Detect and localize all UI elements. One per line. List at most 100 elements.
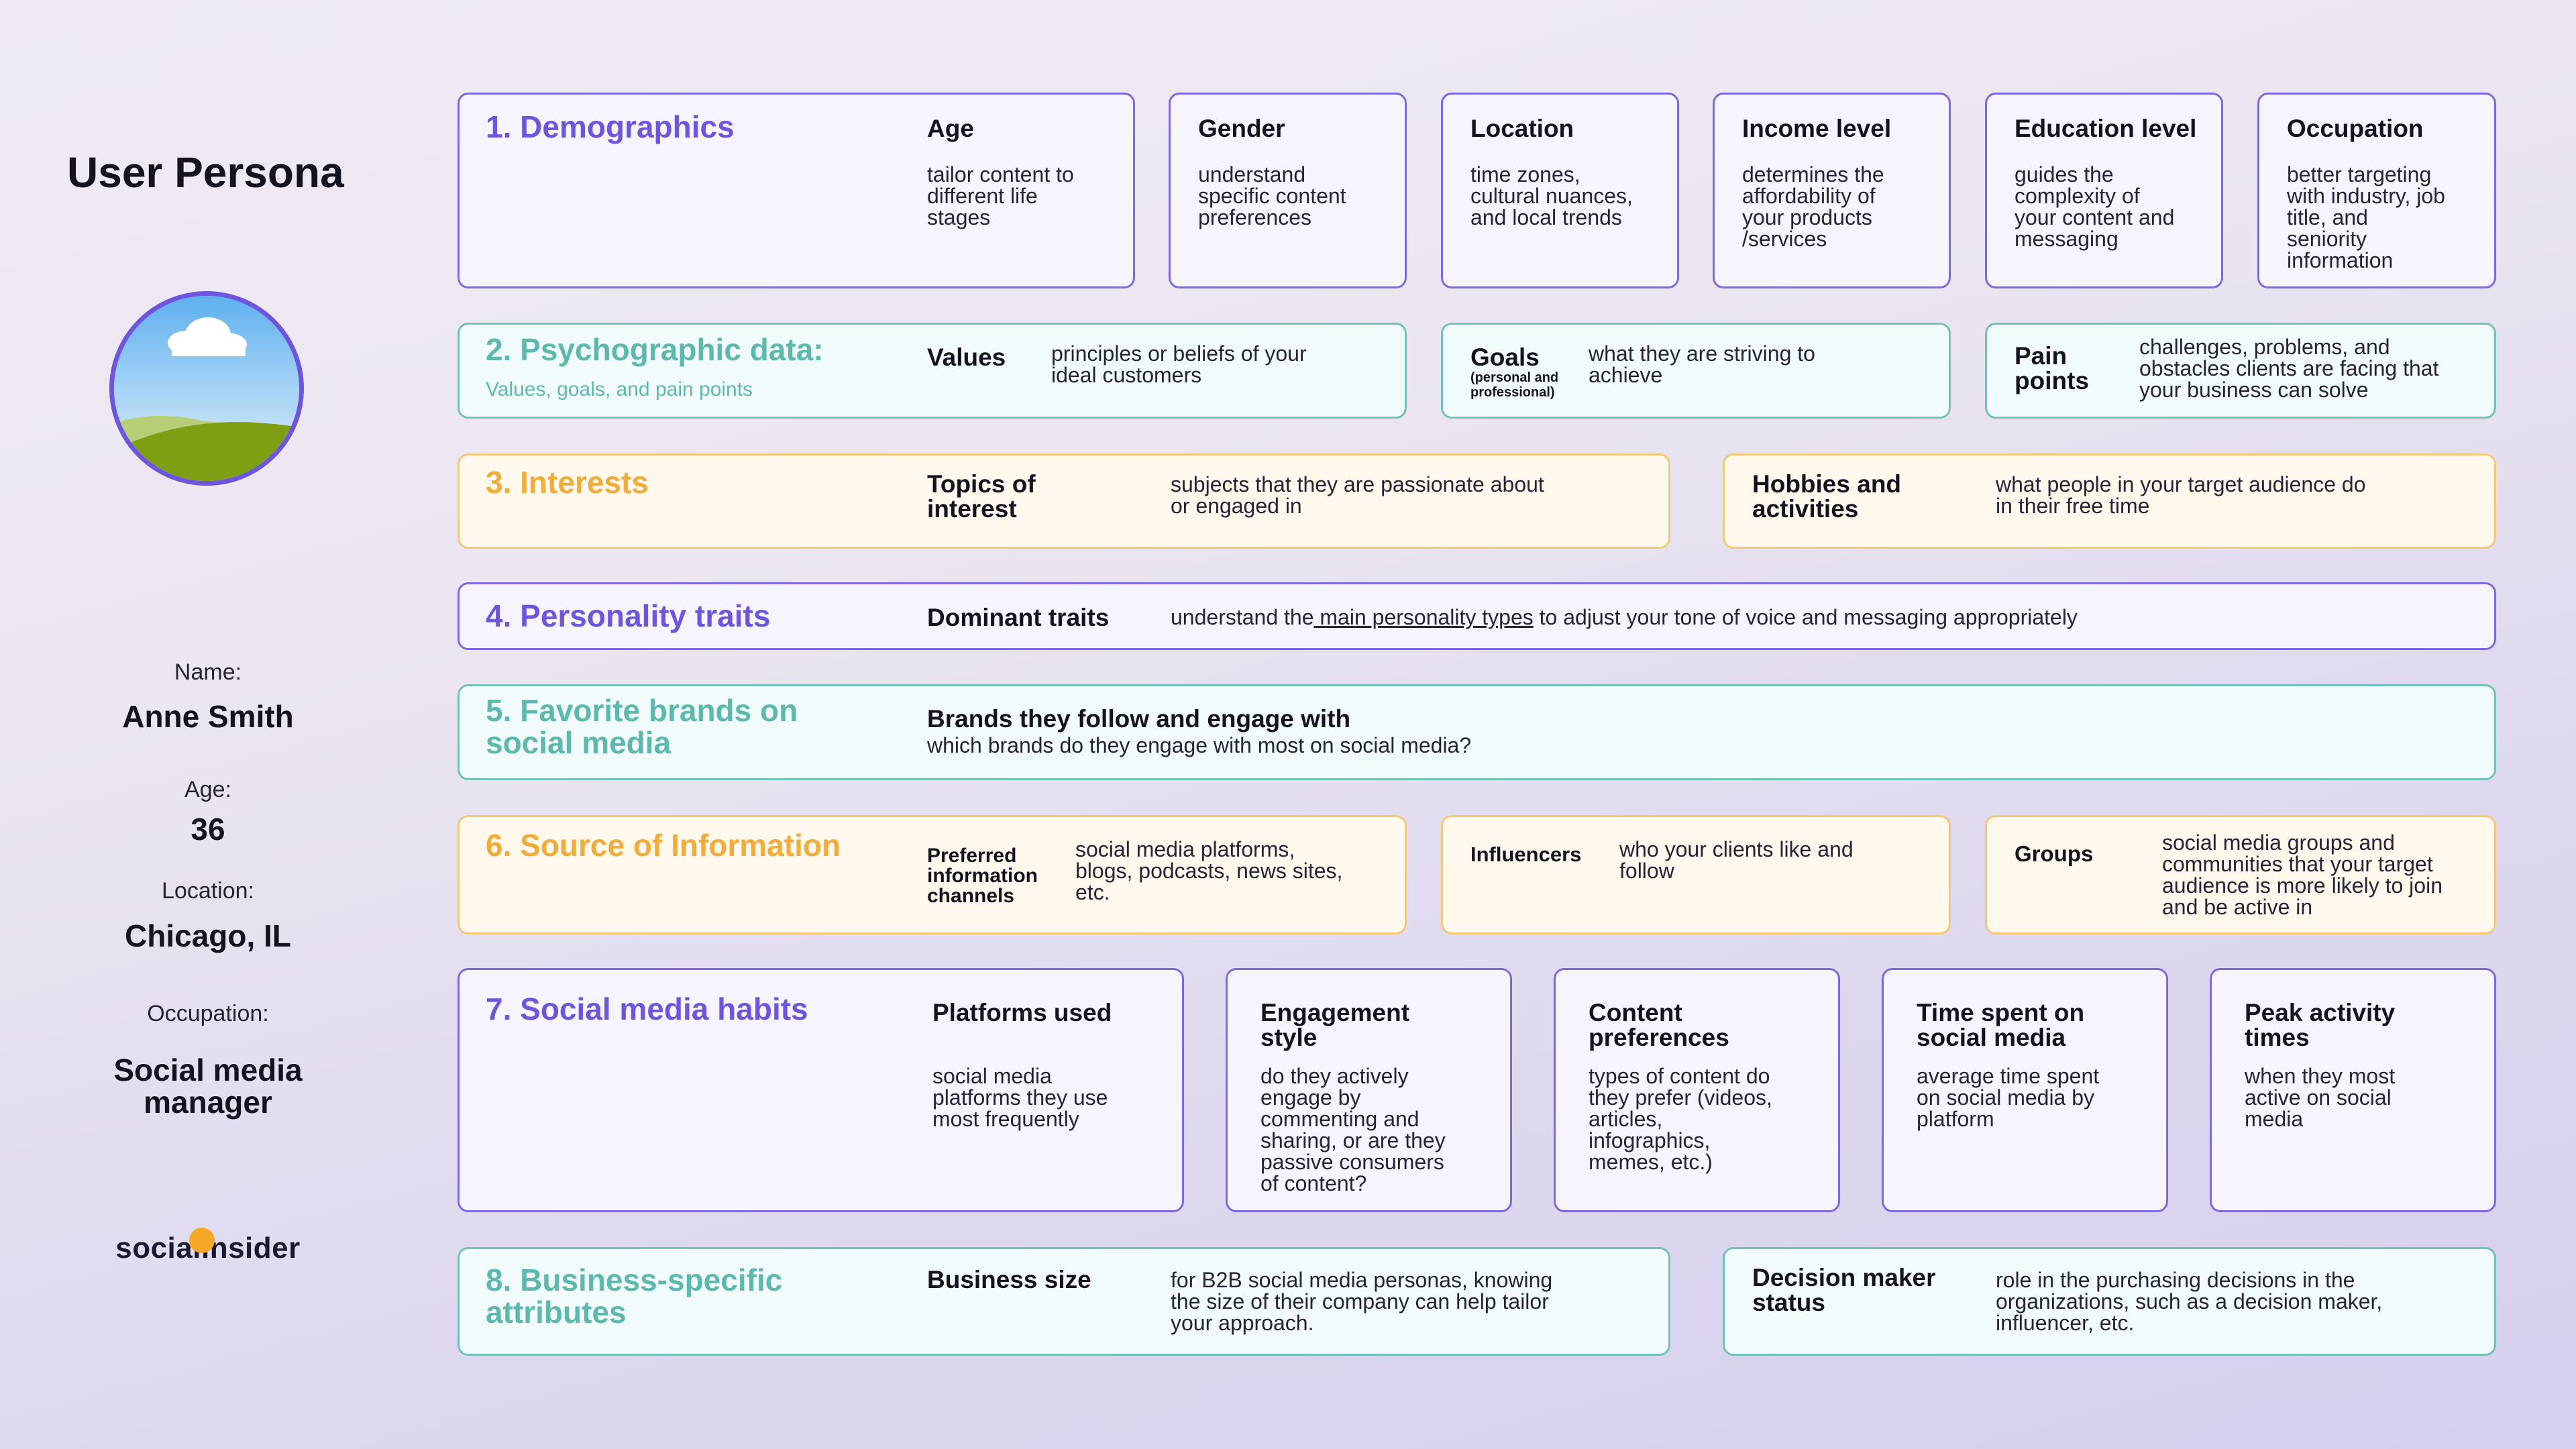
logo-dot-icon — [189, 1228, 215, 1253]
topics-desc-2: or engaged in — [1171, 494, 1302, 518]
decision-maker-card: Decision maker status role in the purcha… — [1723, 1247, 2496, 1356]
content-preferences-card: Content preferences types of content do … — [1554, 968, 1840, 1212]
name-label: Name: — [174, 659, 242, 685]
hobbies-desc-1: what people in your target audience do — [1996, 472, 2366, 496]
time-desc-1: average time spent — [1917, 1064, 2100, 1088]
education-desc-1: guides the — [2015, 162, 2114, 186]
personality-types-link[interactable]: main personality types — [1313, 605, 1534, 629]
income-desc-2: affordability of — [1742, 184, 1876, 208]
gender-desc-1: understand — [1198, 162, 1306, 186]
social-habits-title: 7. Social media habits — [486, 991, 808, 1026]
education-desc-4: messaging — [2015, 227, 2118, 251]
location-desc-3: and local trends — [1470, 205, 1622, 229]
platforms-heading: Platforms used — [932, 999, 1112, 1026]
peak-activity-card: Peak activity times when they most activ… — [2210, 968, 2496, 1212]
decision-desc-3: influencer, etc. — [1996, 1311, 2135, 1335]
age-label: Age: — [184, 777, 231, 802]
goals-sub-2: professional) — [1470, 385, 1555, 400]
pain-desc-3: your business can solve — [2139, 378, 2369, 402]
occupation-desc-5: information — [2287, 248, 2394, 272]
location-desc-2: cultural nuances, — [1470, 184, 1633, 208]
income-desc-4: /services — [1742, 227, 1827, 251]
goals-card: Goals (personal and professional) what t… — [1441, 323, 1951, 419]
location-card: Location time zones, cultural nuances, a… — [1441, 93, 1679, 288]
income-heading: Income level — [1742, 115, 1892, 142]
business-size-desc-1: for B2B social media personas, knowing — [1171, 1268, 1553, 1292]
pain-points-card: Pain points challenges, problems, and ob… — [1985, 323, 2496, 419]
decision-desc-1: role in the purchasing decisions in the — [1996, 1268, 2355, 1292]
hobbies-heading-2: activities — [1752, 495, 1859, 523]
hobbies-desc-2: in their free time — [1996, 494, 2150, 518]
favorite-brands-card: 5. Favorite brands on social media Brand… — [458, 684, 2496, 780]
interests-title: 3. Interests — [486, 465, 649, 500]
engagement-desc-6: of content? — [1260, 1171, 1367, 1195]
channels-heading: Preferred information channels — [927, 846, 1038, 906]
platforms-desc-3: most frequently — [932, 1107, 1079, 1131]
personality-card: 4. Personality traits Dominant traits un… — [458, 582, 2496, 650]
engagement-heading-1: Engagement — [1260, 999, 1410, 1026]
business-title-1: 8. Business-specific — [486, 1263, 783, 1297]
location-desc-1: time zones, — [1470, 162, 1580, 186]
engagement-card: Engagement style do they actively engage… — [1226, 968, 1512, 1212]
values-desc-2: ideal customers — [1051, 363, 1202, 387]
occupation-value-line1: Social media — [113, 1053, 303, 1087]
logo-text-a: social — [115, 1232, 201, 1265]
business-title-2: attributes — [486, 1295, 627, 1330]
channels-desc-3: etc. — [1075, 880, 1110, 904]
age-heading: Age — [927, 115, 974, 142]
interests-card: 3. Interests Topics of interest subjects… — [458, 453, 1670, 549]
peak-desc-2: active on social — [2245, 1085, 2392, 1110]
age-value: 36 — [191, 812, 225, 847]
education-desc-2: complexity of — [2015, 184, 2140, 208]
values-desc-1: principles or beliefs of your — [1051, 341, 1307, 366]
engagement-heading-2: style — [1260, 1024, 1318, 1051]
education-heading: Education level — [2015, 115, 2197, 142]
goals-desc-2: achieve — [1589, 363, 1663, 387]
values-heading: Values — [927, 343, 1006, 371]
gender-heading: Gender — [1198, 115, 1285, 142]
content-heading-2: preferences — [1589, 1024, 1729, 1051]
decision-heading-2: status — [1752, 1289, 1825, 1316]
engagement-desc-3: commenting and — [1260, 1107, 1419, 1131]
avatar-landscape-image — [114, 296, 299, 481]
time-spent-card: Time spent on social media average time … — [1882, 968, 2168, 1212]
location-heading: Location — [1470, 115, 1574, 142]
dominant-traits-desc-pre: understand the — [1171, 605, 1314, 629]
channels-heading-1: Preferred — [927, 845, 1017, 867]
pain-heading-2: points — [2015, 367, 2089, 394]
groups-desc-3: audience is more likely to join — [2162, 873, 2443, 898]
hobbies-heading-1: Hobbies and — [1752, 470, 1902, 498]
demographics-title: 1. Demographics — [486, 109, 735, 144]
education-card: Education level guides the complexity of… — [1985, 93, 2223, 288]
topics-desc-1: subjects that they are passionate about — [1171, 472, 1544, 496]
business-size-desc-2: the size of their company can help tailo… — [1171, 1289, 1549, 1313]
age-desc-3: stages — [927, 205, 991, 229]
brands-title-2: social media — [486, 725, 672, 760]
name-value: Anne Smith — [122, 699, 294, 734]
influencers-desc-2: follow — [1619, 859, 1674, 883]
peak-desc-3: media — [2245, 1107, 2304, 1131]
avatar — [109, 291, 304, 486]
location-label: Location: — [162, 878, 254, 904]
demographics-card: 1. Demographics Age tailor content to di… — [458, 93, 1135, 288]
psychographic-card: 2. Psychographic data: Values, goals, an… — [458, 323, 1407, 419]
brands-title-1: 5. Favorite brands on — [486, 693, 798, 728]
income-desc-3: your products — [1742, 205, 1872, 229]
occupation-desc-2: with industry, job — [2287, 184, 2445, 208]
goals-sub-1: (personal and — [1470, 370, 1559, 385]
peak-heading-2: times — [2245, 1024, 2310, 1051]
pain-desc-1: challenges, problems, and — [2139, 335, 2390, 359]
goals-desc-1: what they are striving to — [1589, 341, 1815, 366]
pain-desc-2: obstacles clients are facing that — [2139, 356, 2439, 380]
topics-heading-1: Topics of — [927, 470, 1036, 498]
channels-heading-2: information — [927, 865, 1038, 887]
personality-title: 4. Personality traits — [486, 598, 771, 633]
logo-text-b: insider — [201, 1232, 301, 1265]
content-desc-2: they prefer (videos, — [1589, 1085, 1772, 1110]
groups-card: Groups social media groups and communiti… — [1985, 815, 2496, 934]
platforms-desc-2: platforms they use — [932, 1085, 1108, 1110]
groups-desc-2: communities that your target — [2162, 852, 2433, 876]
content-desc-3: articles, — [1589, 1107, 1663, 1131]
gender-card: Gender understand specific content prefe… — [1169, 93, 1407, 288]
groups-desc-4: and be active in — [2162, 895, 2313, 919]
